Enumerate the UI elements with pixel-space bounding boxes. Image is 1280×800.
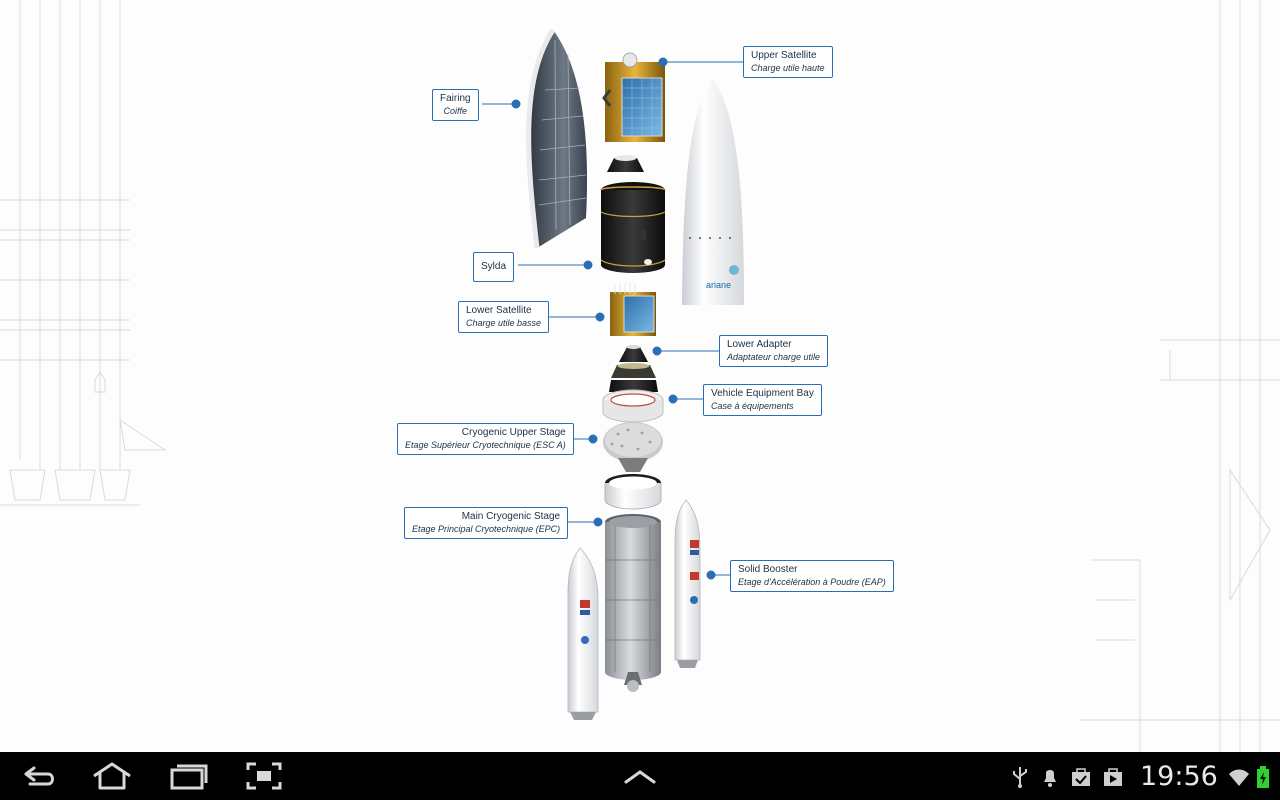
blueprint-left-art [0,0,167,506]
label-solid-booster-fr: Etage d'Accélération à Poudre (EAP) [738,577,886,587]
recent-apps-button[interactable] [164,760,212,792]
fairing-logo-text: ariane [706,280,731,290]
label-lower-satellite[interactable]: Lower Satellite Charge utile basse [458,301,550,333]
label-vehicle-equipment-bay-en: Vehicle Equipment Bay [711,388,814,399]
wifi-icon [1229,769,1249,786]
usb-icon [1013,767,1027,788]
notification-icon [1044,770,1056,787]
label-vehicle-equipment-bay[interactable]: Vehicle Equipment Bay Case à équipements [703,384,822,416]
label-main-cryogenic-stage-en: Main Cryogenic Stage [461,511,561,522]
label-fairing[interactable]: Fairing Coiffe [432,89,479,121]
label-main-cryogenic-stage[interactable]: Main Cryogenic Stage Etage Principal Cry… [404,507,569,539]
back-button[interactable] [14,760,62,792]
label-lower-adapter-en: Lower Adapter [727,339,792,350]
ariane-rocket-illustration: ariane [482,28,744,720]
label-upper-satellite[interactable]: Upper Satellite Charge utile haute [743,46,833,78]
play-store-icon [1104,768,1122,786]
back-arrow-icon [24,766,54,786]
chevron-up-icon [624,770,656,784]
label-solid-booster[interactable]: Solid Booster Etage d'Accélération à Pou… [730,560,894,592]
blueprint-right-art [1080,0,1280,752]
label-lower-satellite-fr: Charge utile basse [466,318,542,328]
label-sylda-en: Sylda [481,261,507,272]
diagram-canvas: ariane [0,0,1280,752]
status-clock: 19:56 [1140,761,1218,792]
recent-apps-icon [170,764,208,790]
task-icon [1072,768,1090,786]
label-sylda[interactable]: Sylda [473,252,515,282]
label-vehicle-equipment-bay-fr: Case à équipements [711,401,794,411]
label-solid-booster-en: Solid Booster [738,564,798,575]
system-navigation-bar: 19:56 [0,752,1280,800]
label-fairing-fr: Coiffe [443,106,468,116]
home-icon [93,762,131,790]
label-cryogenic-upper-stage-en: Cryogenic Upper Stage [461,427,566,438]
screenshot-button[interactable] [240,760,288,792]
label-upper-satellite-fr: Charge utile haute [751,63,825,73]
app-drawer-up-button[interactable] [616,760,664,792]
label-cryogenic-upper-stage-fr: Etage Supérieur Cryotechnique (ESC A) [405,440,566,450]
home-button[interactable] [88,760,136,792]
label-lower-adapter[interactable]: Lower Adapter Adaptateur charge utile [719,335,829,367]
label-upper-satellite-en: Upper Satellite [751,50,817,61]
label-fairing-en: Fairing [440,93,471,104]
battery-icon [1257,766,1269,788]
label-lower-adapter-fr: Adaptateur charge utile [727,352,821,362]
label-lower-satellite-en: Lower Satellite [466,305,532,316]
label-cryogenic-upper-stage[interactable]: Cryogenic Upper Stage Etage Supérieur Cr… [397,423,574,455]
label-main-cryogenic-stage-fr: Etage Principal Cryotechnique (EPC) [412,524,561,534]
screenshot-icon [246,762,282,790]
